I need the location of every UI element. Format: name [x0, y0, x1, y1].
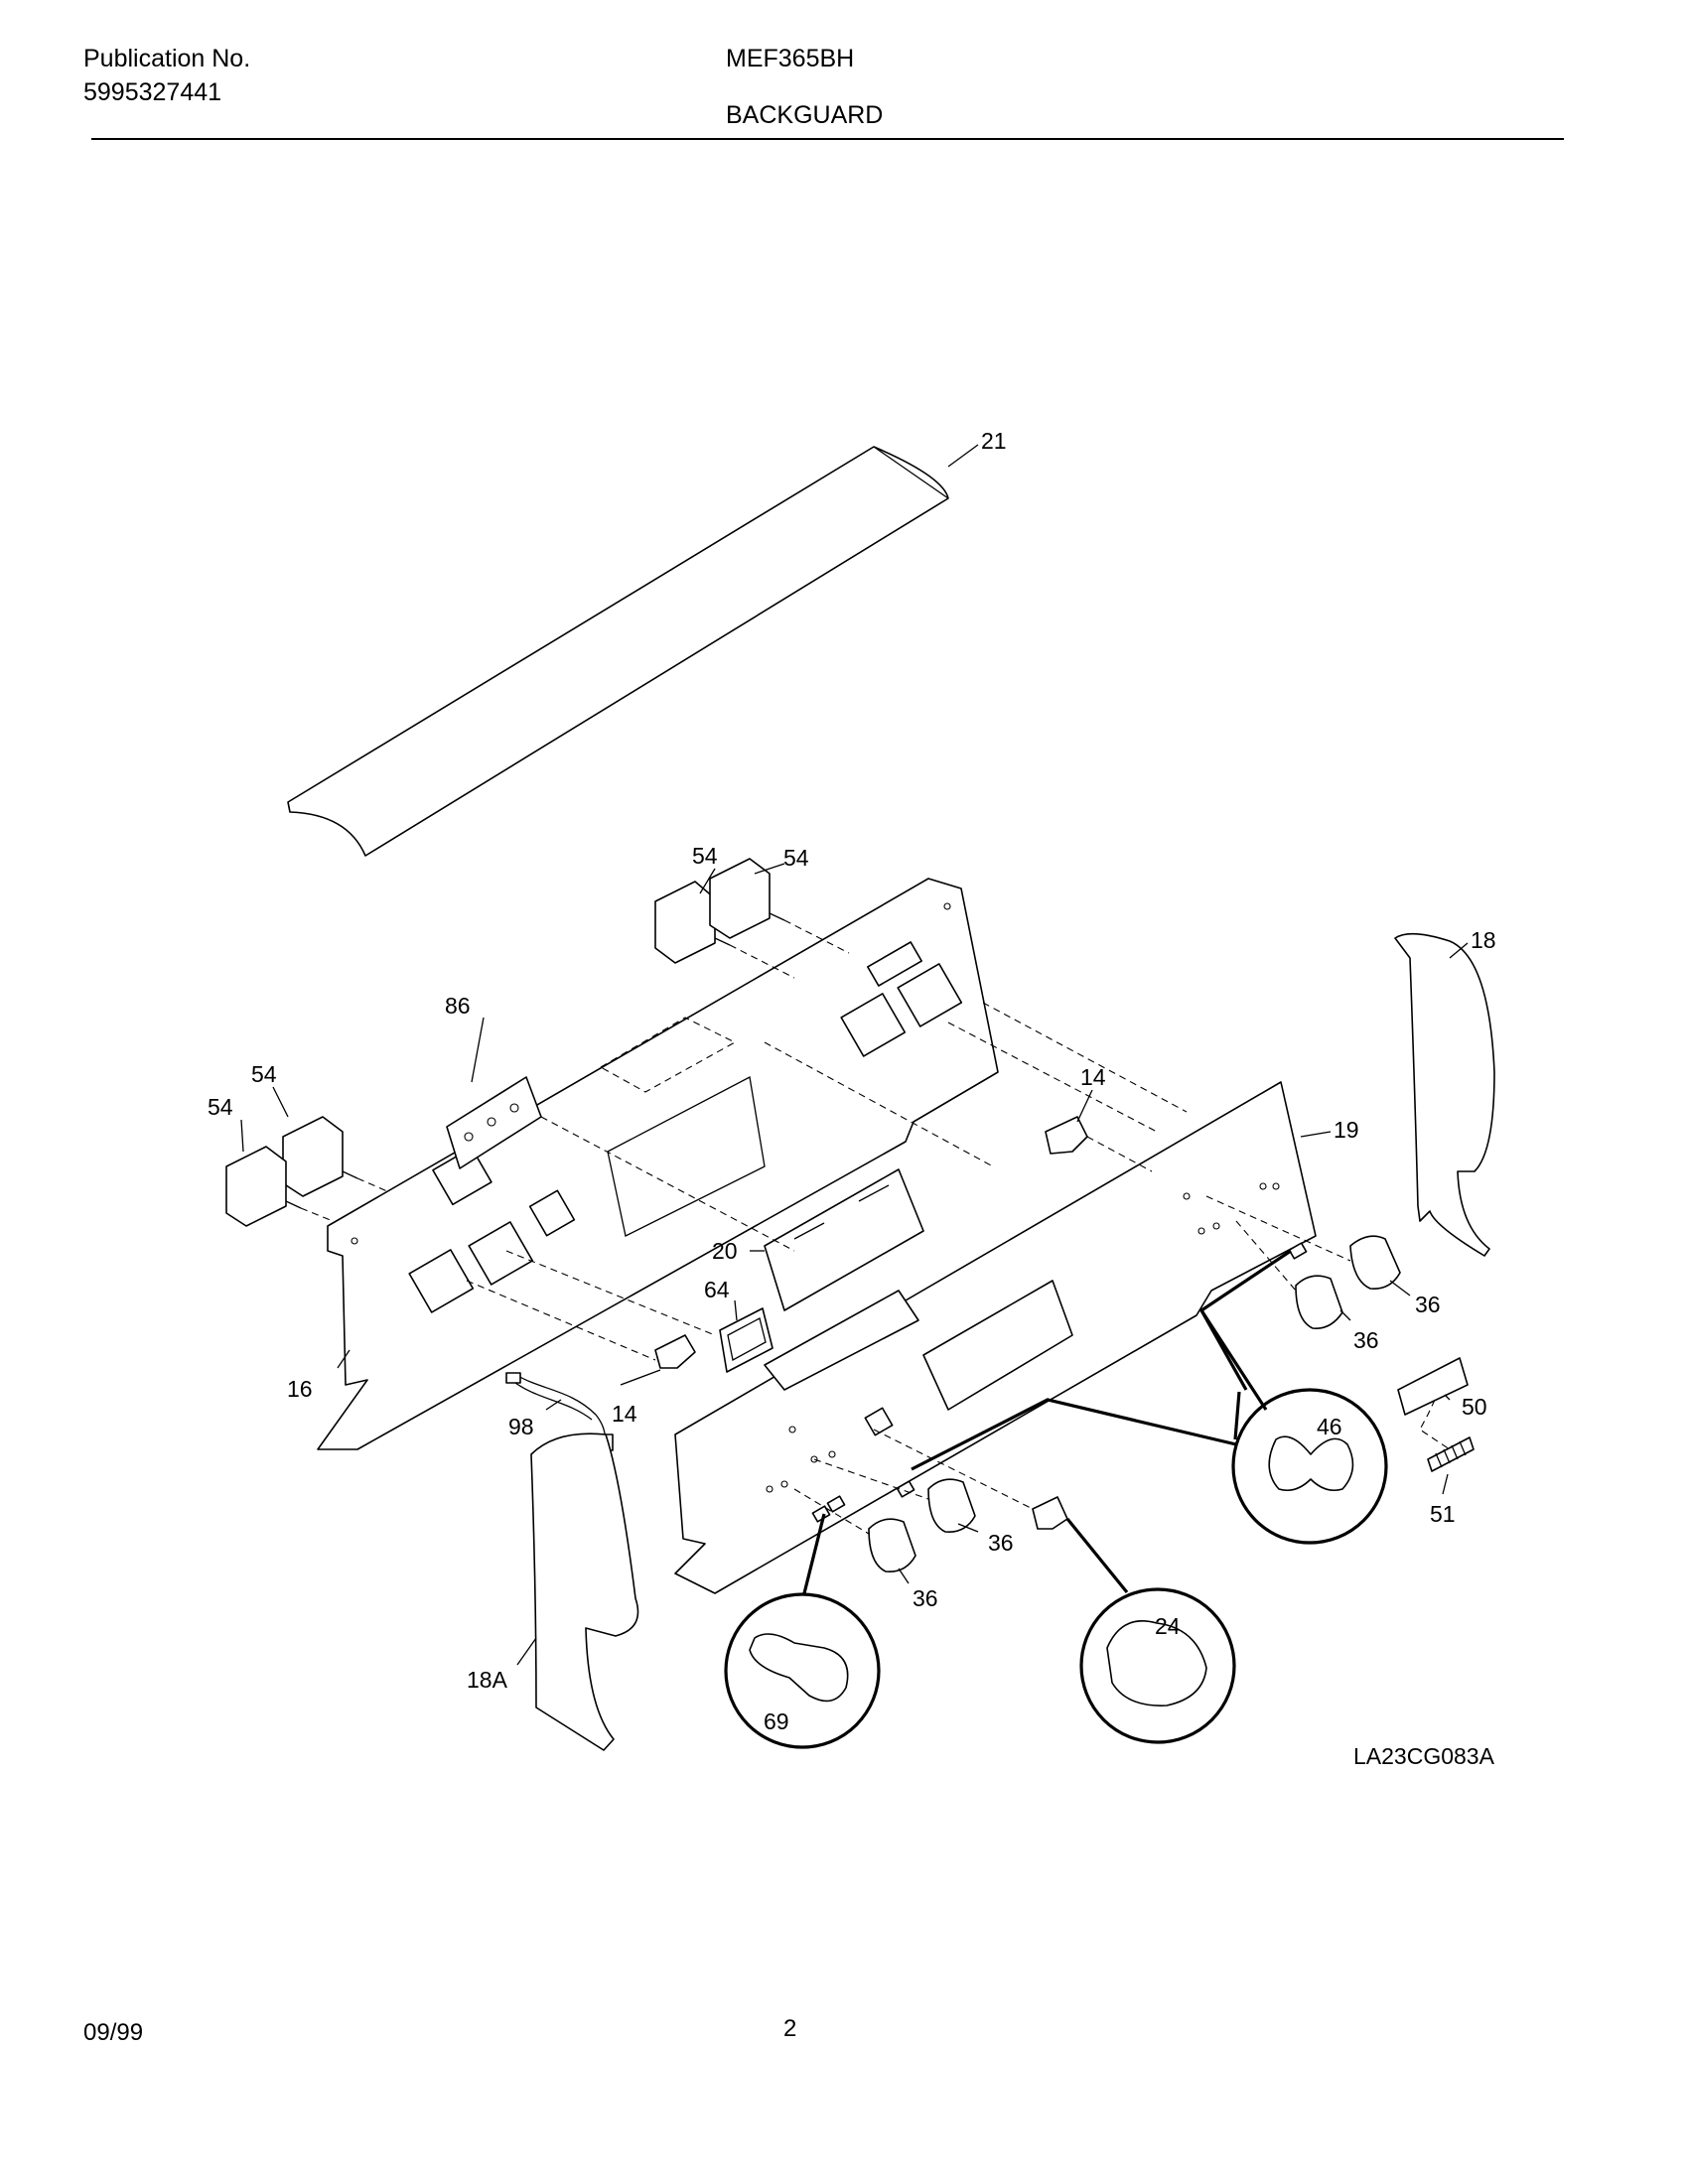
- callout-50: 50: [1462, 1394, 1487, 1420]
- model-number: MEF365BH: [726, 45, 855, 72]
- callout-64: 64: [704, 1277, 730, 1302]
- switch-24-part: [1032, 1496, 1068, 1530]
- trim-top-part: [287, 446, 949, 857]
- control-panel-part: [674, 1081, 1317, 1594]
- callout-21: 21: [981, 428, 1007, 454]
- callout-18a: 18A: [467, 1667, 508, 1693]
- callout-14-upper: 14: [1080, 1064, 1106, 1090]
- callout-54-c: 54: [251, 1061, 277, 1087]
- detail-leaders: [802, 1249, 1292, 1594]
- callout-98: 98: [508, 1414, 534, 1439]
- callout-86: 86: [445, 993, 471, 1019]
- callout-36-a: 36: [1415, 1292, 1441, 1317]
- callout-24: 24: [1155, 1613, 1181, 1639]
- footer-date: 09/99: [83, 2019, 144, 2046]
- callout-54-b: 54: [783, 845, 809, 871]
- detail-circle-46: [1231, 1388, 1388, 1545]
- callout-36-b: 36: [1353, 1327, 1379, 1353]
- callout-leaders: [240, 444, 1469, 1666]
- footer-page-number: 2: [783, 2015, 797, 2042]
- drawing-code: LA23CG083A: [1353, 1743, 1495, 1769]
- end-cap-left-part: [530, 1433, 639, 1751]
- publication-label: Publication No.: [83, 45, 251, 72]
- bracket-50-part: [1397, 1357, 1469, 1416]
- callout-16: 16: [287, 1376, 313, 1402]
- callout-54-d: 54: [208, 1094, 233, 1120]
- callout-36-d: 36: [913, 1585, 938, 1611]
- control-knobs-36: [811, 1235, 1401, 1572]
- backguard-panel-part: [317, 878, 999, 1450]
- callout-20: 20: [712, 1238, 738, 1264]
- end-cap-right-part: [1394, 932, 1495, 1257]
- callout-36-c: 36: [988, 1530, 1014, 1556]
- detail-circle-24: [1079, 1587, 1236, 1744]
- spring-51-part: [1427, 1436, 1475, 1472]
- callout-51: 51: [1430, 1501, 1456, 1527]
- switch-14-parts: [654, 1116, 1088, 1369]
- callout-54-a: 54: [692, 843, 718, 869]
- clock-display-part: [764, 1168, 924, 1311]
- callout-19: 19: [1334, 1117, 1359, 1143]
- header-rule: [91, 138, 1564, 140]
- callout-18: 18: [1471, 927, 1496, 953]
- section-title: BACKGUARD: [726, 101, 884, 129]
- callout-69: 69: [764, 1708, 789, 1734]
- lens-64-part: [719, 1307, 774, 1373]
- callout-14-lower: 14: [612, 1401, 637, 1427]
- detail-circle-69: [724, 1592, 881, 1749]
- control-knobs-54: [225, 858, 785, 1227]
- assembly-lines: [300, 919, 1451, 1535]
- publication-number: 5995327441: [83, 78, 222, 106]
- callout-46: 46: [1317, 1414, 1342, 1439]
